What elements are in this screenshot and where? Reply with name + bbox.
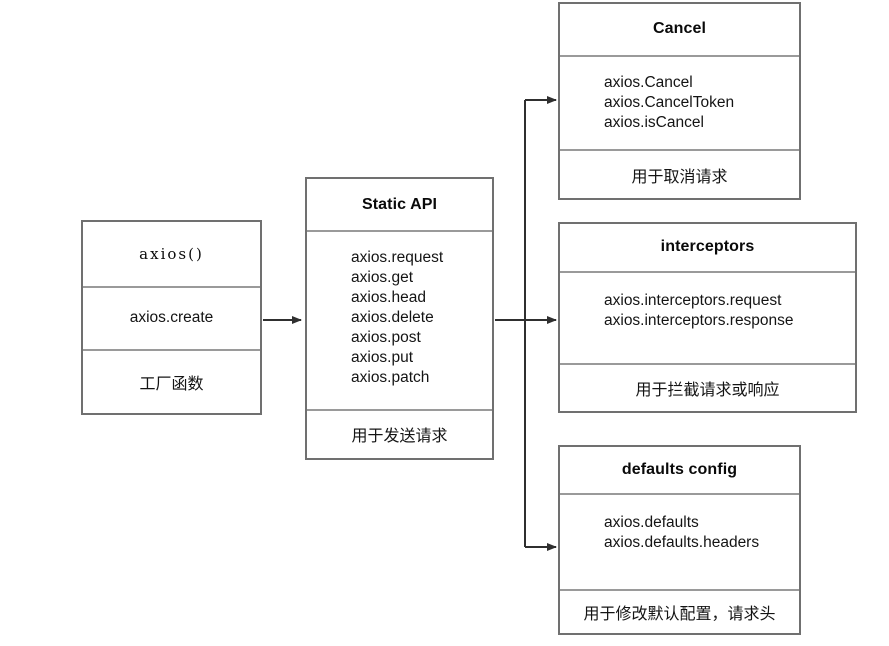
node-entry[interactable]: axios() axios.create 工厂函数 bbox=[81, 220, 262, 415]
node-entry-note: 工厂函数 bbox=[139, 376, 204, 394]
list-item: axios.delete bbox=[351, 309, 434, 327]
node-static-api-items: axios.request axios.get axios.head axios… bbox=[307, 230, 492, 408]
node-interceptors-title: interceptors bbox=[660, 238, 755, 256]
list-item: axios.interceptors.response bbox=[604, 311, 794, 329]
list-item: axios.defaults bbox=[604, 513, 699, 531]
node-defaults-config-title: defaults config bbox=[621, 460, 738, 478]
list-item: axios.put bbox=[351, 349, 414, 367]
node-defaults-config-footer: 用于修改默认配置，请求头 bbox=[560, 588, 799, 633]
node-entry-method: axios.create bbox=[129, 309, 214, 327]
interceptors-api-list: axios.interceptors.request axios.interce… bbox=[604, 291, 794, 331]
list-item: axios.head bbox=[351, 289, 426, 307]
node-cancel-note: 用于取消请求 bbox=[631, 168, 728, 186]
node-defaults-config-note: 用于修改默认配置，请求头 bbox=[583, 605, 776, 623]
list-item: axios.interceptors.request bbox=[604, 291, 782, 309]
node-static-api[interactable]: Static API axios.request axios.get axios… bbox=[305, 177, 494, 460]
node-interceptors-items: axios.interceptors.request axios.interce… bbox=[560, 270, 855, 363]
node-cancel-items: axios.Cancel axios.CancelToken axios.isC… bbox=[560, 54, 799, 149]
node-cancel-title: Cancel bbox=[652, 20, 707, 38]
node-entry-footer: 工厂函数 bbox=[83, 349, 260, 413]
node-interceptors-note: 用于拦截请求或响应 bbox=[635, 382, 780, 400]
connector-static-api-trunk bbox=[495, 100, 557, 547]
node-entry-middle: axios.create bbox=[83, 285, 260, 350]
node-static-api-header: Static API bbox=[307, 179, 492, 230]
cancel-api-list: axios.Cancel axios.CancelToken axios.isC… bbox=[604, 73, 734, 133]
node-entry-header: axios() bbox=[83, 222, 260, 286]
node-static-api-note: 用于发送请求 bbox=[351, 428, 448, 446]
node-defaults-config-header: defaults config bbox=[560, 447, 799, 493]
list-item: axios.post bbox=[351, 329, 421, 347]
node-cancel[interactable]: Cancel axios.Cancel axios.CancelToken ax… bbox=[558, 2, 801, 200]
list-item: axios.request bbox=[351, 249, 444, 267]
node-static-api-title: Static API bbox=[361, 195, 438, 213]
list-item: axios.patch bbox=[351, 369, 430, 387]
list-item: axios.get bbox=[351, 269, 414, 287]
defaults-config-api-list: axios.defaults axios.defaults.headers bbox=[604, 513, 759, 553]
node-cancel-header: Cancel bbox=[560, 4, 799, 55]
node-interceptors-footer: 用于拦截请求或响应 bbox=[560, 363, 855, 411]
list-item: axios.Cancel bbox=[604, 73, 693, 91]
node-cancel-footer: 用于取消请求 bbox=[560, 149, 799, 198]
list-item: axios.defaults.headers bbox=[604, 533, 760, 551]
node-entry-title: axios() bbox=[139, 244, 204, 263]
static-api-method-list: axios.request axios.get axios.head axios… bbox=[351, 248, 443, 388]
list-item: axios.isCancel bbox=[604, 113, 704, 131]
node-interceptors-header: interceptors bbox=[560, 224, 855, 271]
node-interceptors[interactable]: interceptors axios.interceptors.request … bbox=[558, 222, 857, 413]
node-static-api-footer: 用于发送请求 bbox=[307, 408, 492, 458]
list-item: axios.CancelToken bbox=[604, 93, 735, 111]
node-defaults-config[interactable]: defaults config axios.defaults axios.def… bbox=[558, 445, 801, 635]
node-defaults-config-items: axios.defaults axios.defaults.headers bbox=[560, 492, 799, 589]
